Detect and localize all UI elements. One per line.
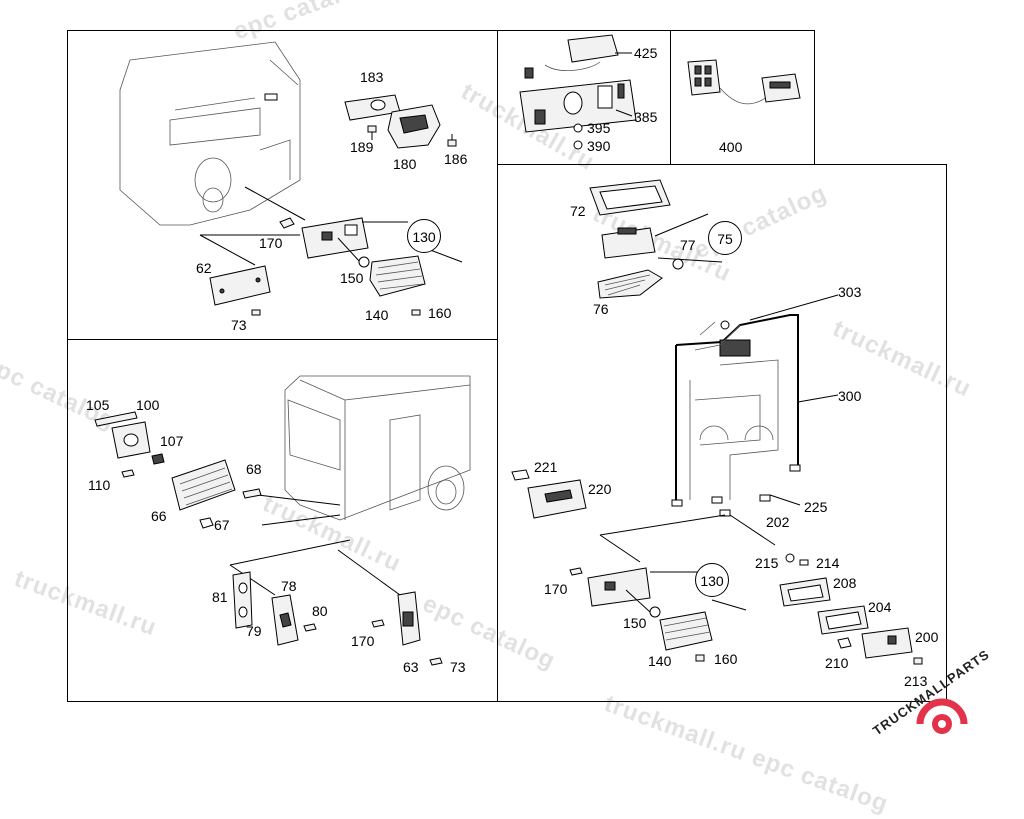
- callout-label[interactable]: 77: [680, 237, 696, 253]
- parts-diagram: epc catalog truckmall.ru truckmall.ru ep…: [0, 0, 992, 818]
- callout-label[interactable]: 220: [588, 481, 612, 497]
- callout-label[interactable]: 62: [196, 260, 212, 276]
- callout-label[interactable]: 204: [868, 599, 892, 615]
- callout-label[interactable]: 395: [587, 120, 611, 136]
- callout-label[interactable]: 78: [281, 578, 297, 594]
- callout-label[interactable]: 100: [136, 397, 160, 413]
- switch-assembly: [519, 34, 637, 150]
- lens-140: [369, 255, 426, 297]
- circled-label-130[interactable]: 130: [407, 219, 441, 253]
- callout-label[interactable]: 202: [766, 514, 790, 530]
- callout-label[interactable]: 214: [816, 555, 840, 571]
- callout-label[interactable]: 221: [534, 459, 558, 475]
- lamp-assembly-72-76: [589, 179, 684, 299]
- callout-label[interactable]: 105: [86, 397, 110, 413]
- callout-label[interactable]: 110: [88, 477, 111, 493]
- callout-label[interactable]: 180: [393, 156, 417, 172]
- callout-label[interactable]: 189: [350, 139, 374, 155]
- callout-label[interactable]: 385: [634, 109, 658, 125]
- callout-label[interactable]: 213: [904, 673, 928, 689]
- callout-label[interactable]: 303: [838, 284, 862, 300]
- circled-label-130-right[interactable]: 130: [695, 563, 729, 597]
- callout-label[interactable]: 107: [160, 433, 184, 449]
- callout-label[interactable]: 170: [259, 235, 283, 251]
- callout-label[interactable]: 76: [593, 301, 609, 317]
- callout-label[interactable]: 208: [833, 575, 857, 591]
- callout-label[interactable]: 73: [450, 659, 466, 675]
- lens-66: [171, 459, 236, 511]
- callout-label[interactable]: 170: [544, 581, 568, 597]
- callout-label[interactable]: 400: [719, 139, 743, 155]
- bracket-81: [232, 571, 253, 629]
- circled-label-75[interactable]: 75: [708, 221, 742, 255]
- diagram-drawing: [94, 34, 923, 666]
- callout-label[interactable]: 72: [570, 203, 586, 219]
- panel-right: [497, 164, 947, 702]
- lamp-housing-right: [587, 567, 651, 607]
- lens-140-right: [659, 611, 713, 651]
- callout-label[interactable]: 200: [915, 629, 939, 645]
- strip-105: [94, 411, 138, 427]
- connector-400: [687, 59, 801, 105]
- callout-label[interactable]: 73: [231, 317, 247, 333]
- callout-label[interactable]: 140: [648, 653, 672, 669]
- truckmall-logo-icon: [916, 698, 968, 734]
- callout-label[interactable]: 425: [634, 45, 658, 61]
- callout-label[interactable]: 160: [428, 305, 452, 321]
- callout-label[interactable]: 186: [444, 151, 468, 167]
- callout-label[interactable]: 79: [246, 623, 262, 639]
- callout-label[interactable]: 210: [825, 655, 849, 671]
- lamp-200: [861, 627, 913, 659]
- callout-label[interactable]: 170: [351, 633, 375, 649]
- mounting-plate-62: [209, 265, 271, 306]
- bus-rear-illustration: [119, 41, 301, 226]
- callout-label[interactable]: 150: [623, 615, 647, 631]
- callout-label[interactable]: 300: [838, 388, 862, 404]
- callout-label[interactable]: 150: [340, 270, 364, 286]
- lamp-housing: [301, 217, 369, 259]
- callout-label[interactable]: 215: [755, 555, 779, 571]
- callout-label[interactable]: 67: [214, 517, 230, 533]
- callout-label[interactable]: 160: [714, 651, 738, 667]
- callout-label[interactable]: 63: [403, 659, 419, 675]
- callout-label[interactable]: 390: [587, 138, 611, 154]
- callout-label[interactable]: 66: [151, 508, 167, 524]
- callout-label[interactable]: 68: [246, 461, 262, 477]
- callout-label[interactable]: 183: [360, 69, 384, 85]
- wiring-harness-300: [671, 314, 801, 517]
- callout-label[interactable]: 80: [312, 603, 328, 619]
- callout-label[interactable]: 140: [365, 307, 389, 323]
- bus-side-illustration: [284, 375, 471, 521]
- callout-label[interactable]: 225: [804, 499, 828, 515]
- callout-label[interactable]: 81: [212, 589, 228, 605]
